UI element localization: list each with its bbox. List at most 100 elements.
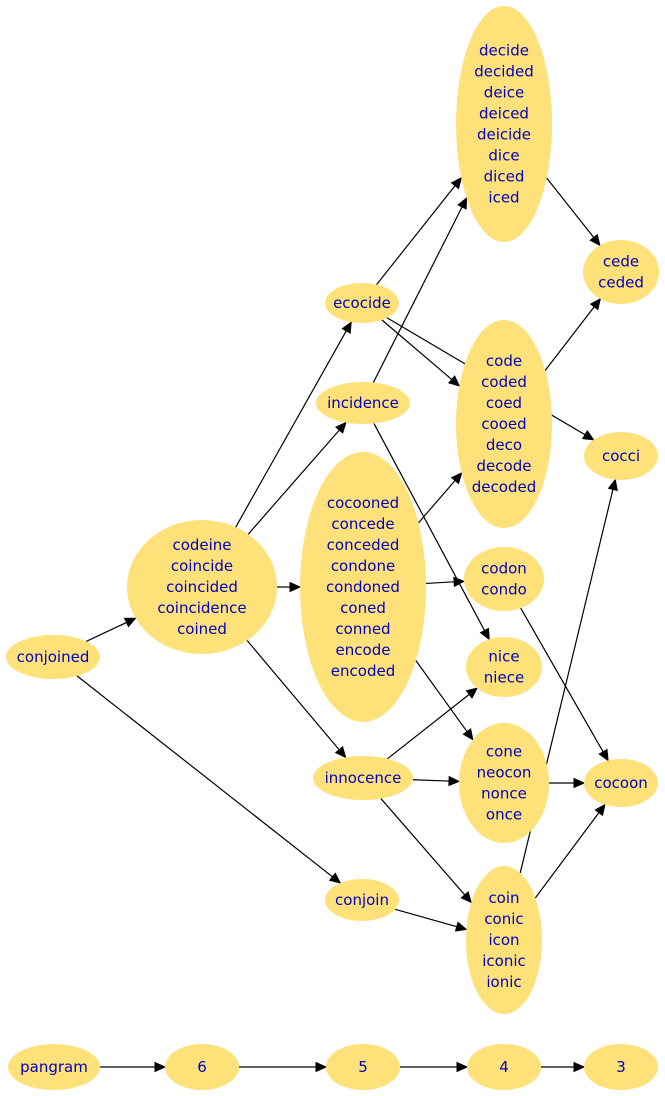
- edge-ecocide-to-decide: [376, 176, 463, 285]
- arrowhead: [334, 745, 347, 759]
- arrowhead: [462, 728, 474, 741]
- node-label: icon: [488, 931, 519, 949]
- nodes-layer: conjoinedcodeinecoincidecoincidedcoincid…: [6, 6, 659, 1090]
- node-ellipse: [8, 1044, 100, 1090]
- node-label: 5: [358, 1058, 368, 1076]
- edge-decide-to-cede: [546, 177, 601, 247]
- arrowhead: [453, 576, 466, 588]
- edge-line: [373, 423, 486, 631]
- node-label: deicide: [477, 126, 531, 144]
- edge-cone-to-cocoon: [549, 777, 586, 789]
- edge-codeine-to-innocence: [246, 640, 347, 759]
- node-label: decided: [474, 63, 533, 81]
- node-label: coincide: [171, 557, 233, 575]
- node-label: incidence: [327, 394, 399, 412]
- node-ellipse: [583, 240, 659, 304]
- node-label: cooed: [481, 415, 526, 433]
- node-label: conceded: [327, 536, 400, 554]
- node-label: coin: [488, 889, 519, 907]
- node-label: iconic: [482, 952, 526, 970]
- arrowhead: [448, 775, 461, 787]
- edge-cocooned-to-cone: [415, 660, 474, 741]
- edge-line: [380, 798, 466, 896]
- node-ellipse: [127, 520, 277, 654]
- edge-n4-to-n3: [541, 1061, 586, 1073]
- node-label: decode: [477, 457, 532, 475]
- edge-conjoined-to-codeine: [85, 617, 137, 642]
- node-innocence: innocence: [313, 756, 413, 800]
- node-label: coincidence: [157, 599, 246, 617]
- edge-line: [520, 607, 604, 753]
- edge-n5-to-n4: [400, 1061, 469, 1073]
- node-coin: coin conic icon iconic ionic: [466, 866, 542, 1014]
- node-n5: 5: [326, 1044, 400, 1090]
- node-label: dice: [488, 147, 519, 165]
- node-label: pangram: [20, 1058, 88, 1076]
- node-label: conic: [484, 910, 523, 928]
- edge-line: [394, 908, 457, 928]
- node-label: decide: [479, 42, 529, 60]
- edge-codeine-to-ecocide: [235, 321, 352, 528]
- node-label: coned: [340, 599, 386, 617]
- arrowhead: [594, 803, 606, 817]
- node-label: cocoon: [594, 774, 648, 792]
- arrowhead: [456, 1061, 469, 1073]
- node-ellipse: [464, 547, 544, 611]
- arrowhead: [335, 421, 347, 434]
- edge-incidence-to-nice: [373, 423, 490, 641]
- edge-line: [534, 812, 600, 899]
- edge-cocooned-to-codon: [425, 576, 466, 588]
- arrowhead: [573, 777, 586, 789]
- node-label: diced: [484, 168, 525, 186]
- arrowhead: [607, 478, 618, 492]
- arrowhead: [450, 176, 463, 190]
- edge-line: [246, 640, 340, 751]
- node-ellipse: [6, 635, 100, 679]
- edge-line: [415, 660, 468, 732]
- edge-pangram-to-n6: [100, 1061, 167, 1073]
- node-label: conned: [335, 620, 390, 638]
- node-label: cocooned: [327, 494, 399, 512]
- node-label: codon: [481, 560, 527, 578]
- arrowhead: [447, 375, 461, 387]
- node-ellipse: [325, 283, 399, 323]
- node-ellipse: [584, 1044, 658, 1090]
- node-label: ionic: [486, 973, 521, 991]
- edge-incidence-to-decide: [372, 196, 468, 383]
- node-decide: decidedecideddeicedeiceddeicidedicediced…: [456, 6, 552, 242]
- edge-line: [544, 306, 595, 371]
- node-label: 3: [616, 1058, 626, 1076]
- node-label: concede: [331, 515, 394, 533]
- node-ellipse: [300, 452, 426, 722]
- edge-codon-to-cocoon: [520, 607, 609, 762]
- edge-innocence-to-coin: [380, 798, 473, 904]
- node-ellipse: [456, 6, 552, 242]
- node-cocoon: cocoon: [584, 759, 658, 807]
- node-ellipse: [456, 320, 552, 528]
- node-ellipse: [466, 637, 542, 697]
- node-ellipse: [313, 756, 413, 800]
- arrowhead: [573, 1061, 586, 1073]
- node-label: coincided: [166, 578, 238, 596]
- node-n6: 6: [165, 1044, 239, 1090]
- arrowhead: [123, 617, 137, 628]
- edge-line: [381, 319, 453, 380]
- arrowhead: [315, 1061, 328, 1073]
- edge-coin-to-cocoon: [534, 803, 606, 899]
- edge-line: [247, 429, 340, 535]
- arrowhead: [598, 748, 609, 762]
- arrowhead: [479, 627, 490, 641]
- node-label: iced: [488, 189, 519, 207]
- node-label: niece: [484, 669, 524, 687]
- edge-ecocide-to-code: [381, 319, 461, 387]
- edge-n6-to-n5: [239, 1061, 328, 1073]
- edge-line: [372, 206, 463, 383]
- arrowhead: [154, 1061, 167, 1073]
- node-conjoin: conjoin: [325, 879, 399, 921]
- edge-line: [546, 177, 595, 238]
- node-label: conjoin: [335, 891, 389, 909]
- node-ellipse: [467, 1044, 541, 1090]
